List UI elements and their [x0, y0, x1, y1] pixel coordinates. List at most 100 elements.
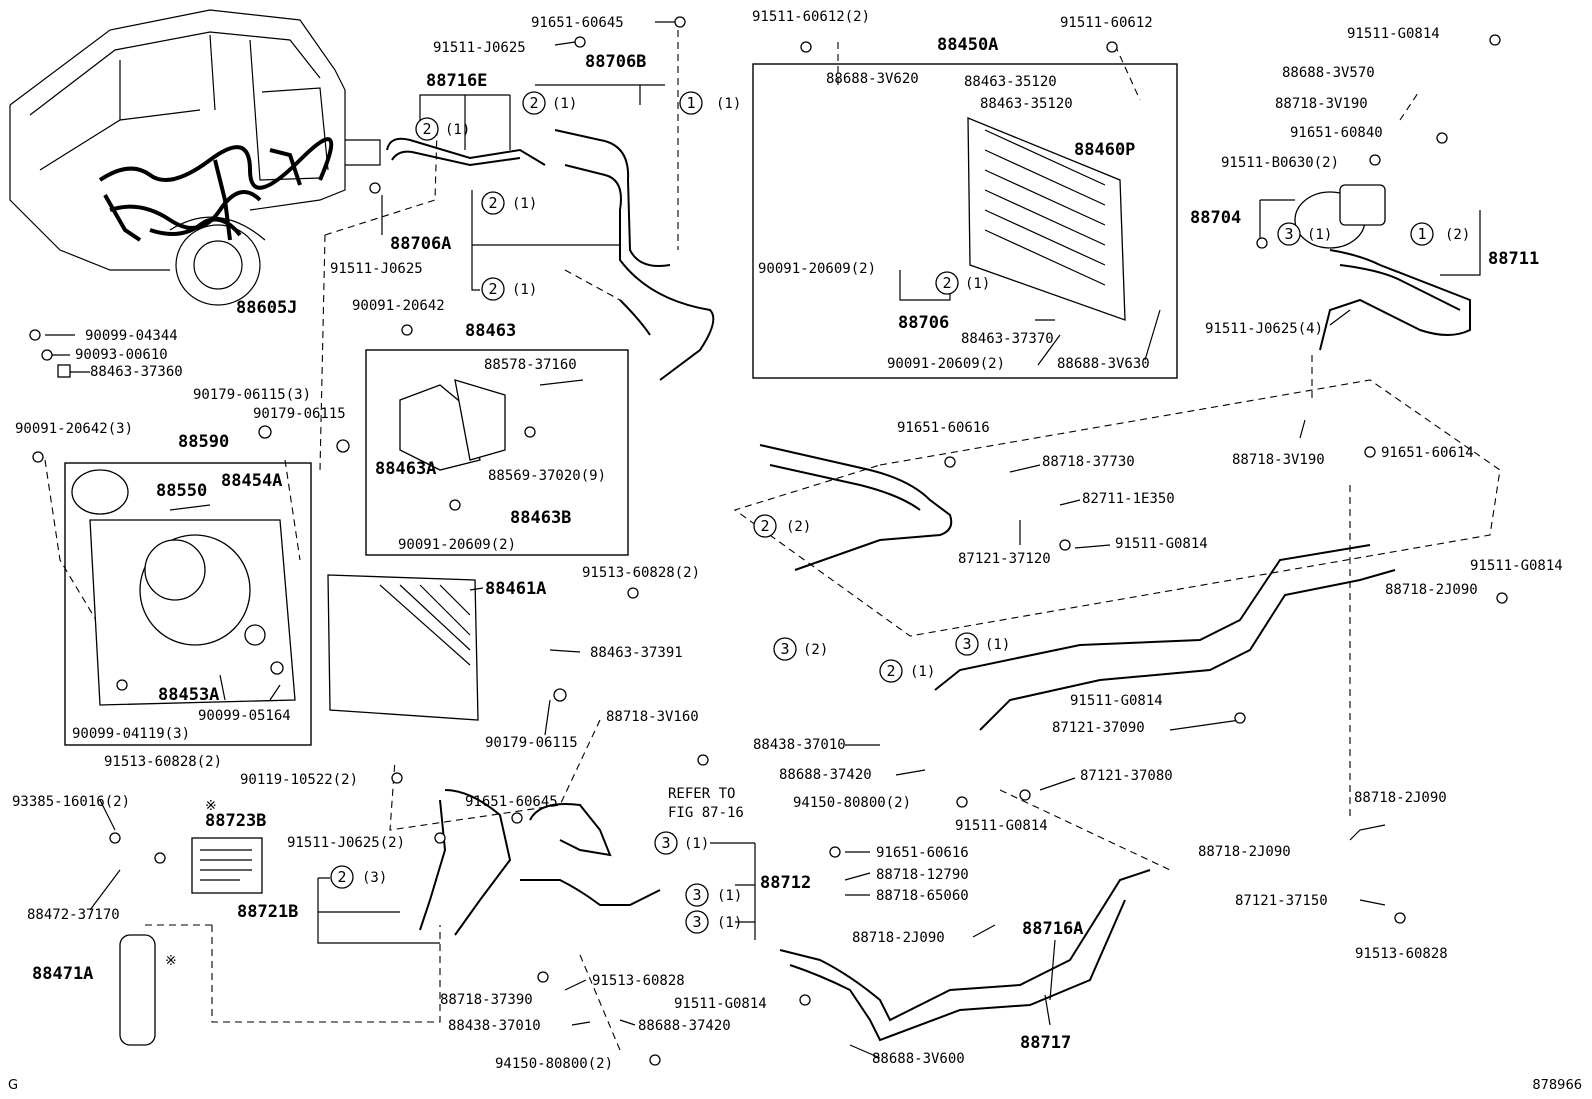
part-label: 88688-37420: [638, 1018, 731, 1034]
part-label: 91511-J0625(2): [287, 835, 405, 851]
callout-qty: (3): [362, 870, 387, 886]
callout-number: 3: [692, 886, 701, 904]
part-label-group: 88711: [1488, 249, 1539, 269]
callout-qty: (1): [716, 96, 741, 112]
part-label: 88718-2J090: [852, 930, 945, 946]
callout-number: 2: [422, 120, 431, 138]
part-label: 91511-J0625: [330, 261, 423, 277]
part-label: 88718-37730: [1042, 454, 1135, 470]
part-label: 91511-G0814: [1347, 26, 1440, 42]
callout-number: 3: [692, 913, 701, 931]
part-label: 91651-60616: [897, 420, 990, 436]
part-label-group: 88716A: [1022, 919, 1083, 939]
part-label: 90179-06115(3): [193, 387, 311, 403]
part-label: 90091-20642(3): [15, 421, 133, 437]
part-label: 90099-05164: [198, 708, 291, 724]
callout-number: 2: [488, 194, 497, 212]
callout-qty: (1): [512, 196, 537, 212]
part-label: 91513-60828(2): [582, 565, 700, 581]
callout-number: 3: [1284, 225, 1293, 243]
part-label: 91511-G0814: [955, 818, 1048, 834]
part-label: 82711-1E350: [1082, 491, 1175, 507]
part-label: 88718-65060: [876, 888, 969, 904]
callout-qty: (1): [965, 276, 990, 292]
part-label-group: 88717: [1020, 1033, 1071, 1053]
note-mark: ※: [205, 798, 217, 814]
components: [71, 117, 1386, 1046]
part-label: 90099-04344: [85, 328, 178, 344]
part-label: 91511-G0814: [1115, 536, 1208, 552]
callout-number: 3: [661, 834, 670, 852]
callout-number: 2: [529, 94, 538, 112]
callout-number: 2: [760, 517, 769, 535]
callout-qty: (1): [1307, 227, 1332, 243]
part-label-group: 88605J: [236, 298, 297, 318]
blower-group-box: [64, 462, 312, 746]
part-labels: 91651-60645 91511-J0625 88716E 88706B 91…: [12, 9, 1563, 1072]
part-label-group: 88706A: [390, 234, 451, 254]
part-label: 91511-G0814: [1070, 693, 1163, 709]
part-label: 88463-37360: [90, 364, 183, 380]
part-label: 90093-00610: [75, 347, 168, 363]
fasteners: [29, 16, 1508, 1066]
part-label-group: 88706: [898, 313, 949, 333]
part-label: 88718-37390: [440, 992, 533, 1008]
part-label: 90091-20609(2): [887, 356, 1005, 372]
condenser-group-box: [752, 63, 1178, 379]
callout-qty: (1): [445, 122, 470, 138]
part-label: 88688-3V630: [1057, 356, 1150, 372]
part-label: 87121-37080: [1080, 768, 1173, 784]
part-label: 88463-35120: [964, 74, 1057, 90]
part-label: 91651-60616: [876, 845, 969, 861]
part-label-group: 88461A: [485, 579, 546, 599]
part-label: 88718-12790: [876, 867, 969, 883]
part-label: 91511-60612: [1060, 15, 1153, 31]
callout-qty: (2): [803, 642, 828, 658]
pipes: [386, 129, 1471, 1042]
callout-qty: (2): [786, 519, 811, 535]
part-label: 88438-37010: [753, 737, 846, 753]
part-label-group: 88463A: [375, 459, 436, 479]
part-label-group: 88463B: [510, 508, 571, 528]
callout-qty: (1): [684, 836, 709, 852]
part-label: 88688-3V620: [826, 71, 919, 87]
callout-number: 1: [1417, 225, 1426, 243]
leader-lines: [45, 21, 1481, 1059]
part-label-group: 88463: [465, 321, 516, 341]
part-label: 93385-16016(2): [12, 794, 130, 810]
part-label: 87121-37090: [1052, 720, 1145, 736]
part-label: 88718-2J090: [1198, 844, 1291, 860]
part-label: 88578-37160: [484, 357, 577, 373]
callout-qty: (2): [1445, 227, 1470, 243]
bracket-group-box: [365, 349, 629, 556]
part-label: 91651-60614: [1381, 445, 1474, 461]
part-label: 90099-04119(3): [72, 726, 190, 742]
part-label: 90091-20642: [352, 298, 445, 314]
figure-id: 878966: [1532, 1078, 1582, 1093]
part-label: 91511-G0814: [1470, 558, 1563, 574]
callout-qty: (1): [910, 664, 935, 680]
part-label: 90119-10522(2): [240, 772, 358, 788]
reference-note: FIG 87-16: [668, 805, 744, 821]
part-label-group: 88454A: [221, 471, 282, 491]
part-label: 91651-60840: [1290, 125, 1383, 141]
dashed-leaders: [44, 30, 1501, 1051]
callout-qty: (1): [717, 915, 742, 931]
part-label: 91511-60612(2): [752, 9, 870, 25]
reference-note: REFER TO: [668, 786, 735, 802]
callout-number: 2: [488, 280, 497, 298]
part-label: 87121-37120: [958, 551, 1051, 567]
part-label-group: 88590: [178, 432, 229, 452]
part-label: 88463-37370: [961, 331, 1054, 347]
part-label: 88688-3V600: [872, 1051, 965, 1067]
footer-code: G: [8, 1078, 19, 1093]
part-label: 88718-2J090: [1385, 582, 1478, 598]
part-label-group: 88450A: [937, 35, 998, 55]
callout-qty: (1): [717, 888, 742, 904]
part-label-group: 88712: [760, 873, 811, 893]
part-label: 88463-35120: [980, 96, 1073, 112]
part-label: 94150-80800(2): [793, 795, 911, 811]
part-label: 91511-J0625(4): [1205, 321, 1323, 337]
callout-qty: (1): [552, 96, 577, 112]
part-label: 88718-2J090: [1354, 790, 1447, 806]
